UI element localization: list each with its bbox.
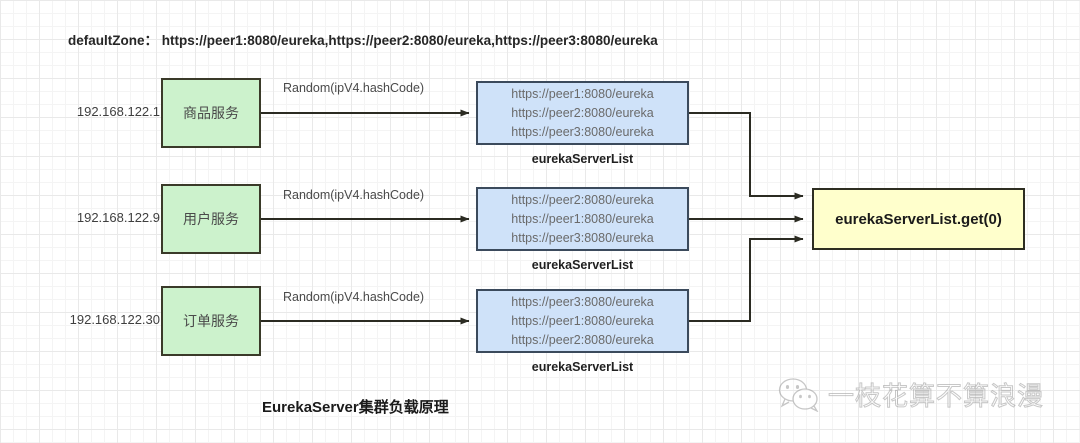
service-node-row3[interactable]: 订单服务 [161, 286, 261, 356]
server-list-caption-row1: eurekaServerList [531, 152, 634, 166]
service-node-row2[interactable]: 用户服务 [161, 184, 261, 254]
server-list-url: https://peer1:8080/eureka [511, 86, 654, 101]
edge-list3-to-result [689, 235, 804, 322]
service-label-row1: 商品服务 [183, 105, 239, 121]
server-list-url: https://peer3:8080/eureka [511, 124, 654, 139]
default-zone-value: https://peer1:8080/eureka,https://peer2:… [161, 33, 658, 48]
server-list-node-row3[interactable]: https://peer3:8080/eureka https://peer1:… [476, 289, 689, 353]
server-list-node-row2[interactable]: https://peer2:8080/eureka https://peer1:… [476, 187, 689, 251]
result-node[interactable]: eurekaServerList.get(0) [812, 188, 1025, 250]
edge-label-row3: Random(ipV4.hashCode) [283, 290, 425, 304]
server-list-url: https://peer2:8080/eureka [511, 332, 654, 347]
watermark-text: 一枝花算不算浪漫 [827, 382, 1045, 413]
server-list-caption-row2: eurekaServerList [531, 258, 634, 272]
watermark: 一枝花算不算浪漫 [778, 376, 1044, 413]
wechat-icon [778, 377, 819, 412]
result-label: eurekaServerList.get(0) [835, 210, 1002, 228]
service-node-row1[interactable]: 商品服务 [161, 78, 261, 148]
ip-label-row3: 192.168.122.30 [69, 312, 160, 327]
server-list-url: https://peer3:8080/eureka [511, 294, 654, 309]
server-list-url: https://peer1:8080/eureka [511, 313, 654, 328]
service-label-row2: 用户服务 [183, 211, 239, 227]
default-zone-header: defaultZone： https://peer1:8080/eureka,h… [68, 29, 658, 49]
ip-label-row2: 192.168.122.9 [76, 210, 160, 225]
server-list-node-row1[interactable]: https://peer1:8080/eureka https://peer2:… [476, 81, 689, 145]
server-list-url: https://peer2:8080/eureka [511, 192, 654, 207]
edge-list1-to-result [689, 112, 804, 200]
server-list-url: https://peer1:8080/eureka [511, 211, 654, 226]
server-list-url: https://peer2:8080/eureka [511, 105, 654, 120]
service-label-row3: 订单服务 [183, 313, 239, 329]
edge-label-row2: Random(ipV4.hashCode) [283, 188, 425, 202]
default-zone-key: defaultZone： [68, 33, 158, 48]
server-list-url: https://peer3:8080/eureka [511, 230, 654, 245]
ip-label-row1: 192.168.122.1 [76, 104, 160, 119]
server-list-caption-row3: eurekaServerList [531, 360, 634, 374]
diagram-title: EurekaServer集群负载原理 [262, 399, 449, 416]
edge-label-row1: Random(ipV4.hashCode) [283, 81, 425, 95]
